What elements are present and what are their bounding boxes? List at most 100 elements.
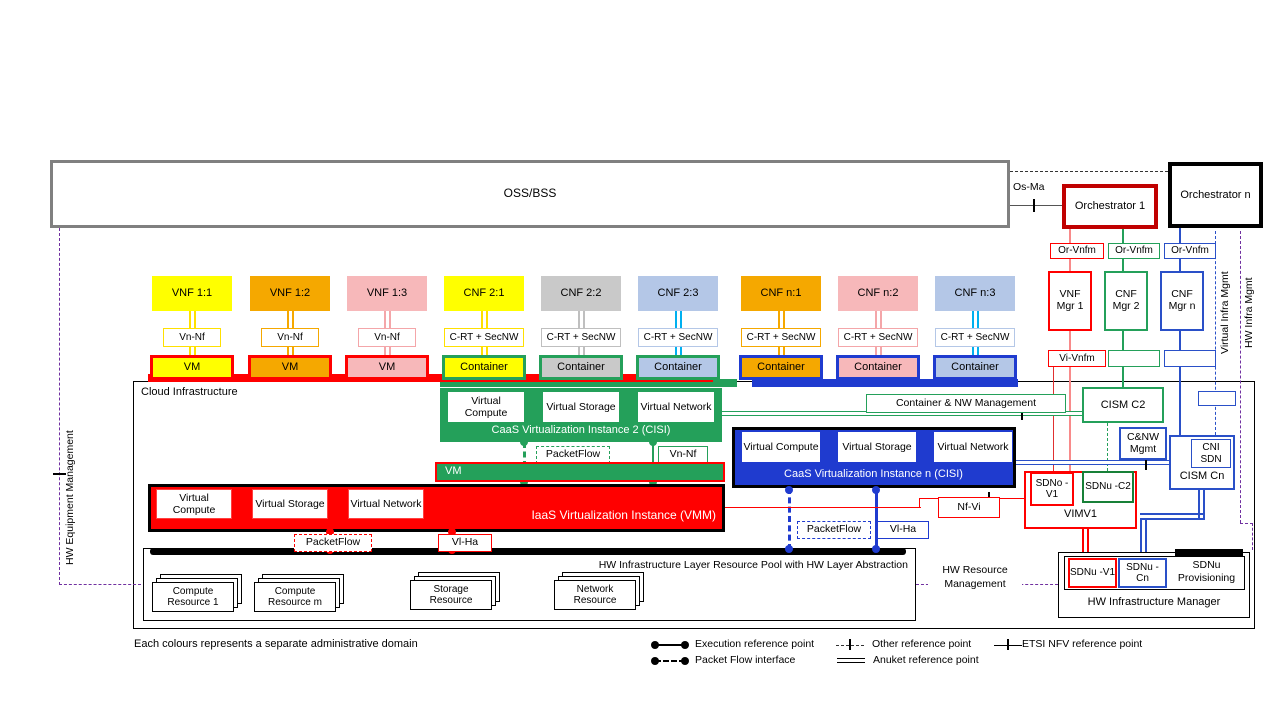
caas2-virtual-network: Virtual Network (638, 392, 714, 422)
os-ma-tick (1033, 199, 1035, 212)
nf-box-vnf-1-1: VNF 1:1 (152, 276, 232, 311)
cismcn-sdnu-double-line-c (1140, 518, 1147, 556)
container-box: Container (836, 355, 920, 380)
or-vnfm-label-green: Or-Vnfm (1108, 243, 1160, 259)
vlha-endpoint (872, 545, 880, 553)
caasn-label: CaaS Virtualization Instance n (CISI) (784, 468, 963, 480)
etsi-reference-tick-icon (1007, 639, 1009, 650)
interface-label: Vn-Nf (358, 328, 416, 347)
execution-endpoint-icon (651, 641, 659, 649)
sdno-v1-box: SDNo -V1 (1030, 472, 1074, 506)
vm-box: VM (345, 355, 429, 380)
caasn-cism-anuket-line (1016, 460, 1169, 465)
nf-vi-line-jog (919, 498, 920, 508)
legend-packet-flow-label: Packet Flow interface (695, 654, 796, 666)
legend-other-label: Other reference point (872, 638, 972, 650)
caas2-virtual-compute: Virtual Compute (448, 392, 524, 422)
caas2-box: Virtual Compute Virtual Storage Virtual … (440, 388, 722, 442)
iaas-virtual-storage: Virtual Storage (252, 489, 328, 519)
caas2-virtual-storage: Virtual Storage (543, 392, 619, 422)
packet-flow-endpoint-icon (681, 657, 689, 665)
footnote: Each colours represents a separate admin… (134, 638, 418, 650)
caasn-virtual-compute: Virtual Compute (742, 432, 820, 462)
sdnu-provisioning-bar (1175, 549, 1243, 556)
cnfmn-line (1179, 228, 1181, 436)
anuket-line-icon (837, 658, 865, 663)
execution-endpoint-icon (681, 641, 689, 649)
packetflow-endpoint (520, 478, 528, 486)
caasn-virtual-network: Virtual Network (934, 432, 1012, 462)
network-resource-stack: Network Resource (554, 572, 646, 612)
os-ma-line (1010, 205, 1062, 206)
nf-box-cnf-n-2: CNF n:2 (838, 276, 918, 311)
network-resource-label: Network Resource (554, 580, 636, 610)
anuket-tick (1145, 455, 1147, 470)
vimv1-box (1024, 471, 1137, 529)
oss-bss-box: OSS/BSS (50, 160, 1010, 228)
cismcn-sdnu-double-line-b (1140, 513, 1205, 520)
vimv1-label: VIMV1 (1063, 508, 1097, 520)
cism-cn-label: CISM Cn (1179, 470, 1225, 482)
hw-abstraction-bar (150, 548, 906, 555)
iaas-virtual-compute: Virtual Compute (156, 489, 232, 519)
os-ma-label: Os-Ma (1013, 181, 1045, 193)
interface-label: C-RT + SecNW (638, 328, 718, 347)
nf-box-vnf-1-3: VNF 1:3 (347, 276, 427, 311)
interface-label: Vn-Nf (163, 328, 221, 347)
nf-vi-line (725, 507, 921, 508)
storage-resource-label: Storage Resource (410, 580, 492, 610)
interface-label: C-RT + SecNW (935, 328, 1015, 347)
vm-box: VM (248, 355, 332, 380)
sdnu-cn-box: SDNu -Cn (1118, 558, 1167, 588)
packetflow-endpoint (785, 545, 793, 553)
iaas-virtual-network: Virtual Network (348, 489, 424, 519)
container-box: Container (739, 355, 823, 380)
hw-infra-mgmt-label: HW Infra Mgmt (1243, 277, 1255, 349)
hw-equipment-mgmt-line (59, 228, 60, 585)
cnw-mgmt-box: C&NW Mgmt (1119, 427, 1167, 460)
vnnf-endpoint (649, 438, 657, 446)
interface-label: C-RT + SecNW (444, 328, 524, 347)
compute-resource-1-label: Compute Resource 1 (152, 582, 234, 612)
execution-line-icon (655, 644, 685, 646)
vnf-mgr-1-box: VNF Mgr 1 (1048, 271, 1092, 331)
interface-label: C-RT + SecNW (741, 328, 821, 347)
vm-host-bar: VM (435, 462, 725, 482)
vlha-endpoint (872, 486, 880, 494)
caasn-packetflow-line (788, 488, 791, 550)
vnnf-endpoint (649, 478, 657, 486)
vi-vnfm-label: Vi-Vnfm (1048, 350, 1106, 367)
sdnu-provisioning-label: SDNu Provisioning (1177, 559, 1236, 584)
sdnu-v1-box: SDNu -V1 (1068, 558, 1117, 588)
oss-orchn-dashed-line (1010, 171, 1168, 172)
container-box: Container (539, 355, 623, 380)
hw-infrastructure-manager-label: HW Infrastructure Manager (1087, 596, 1221, 608)
packetflow-label-blue: PacketFlow (797, 521, 871, 539)
hw-infra-mgmt-line (1240, 231, 1241, 523)
nf-box-cnf-n-3: CNF n:3 (935, 276, 1015, 311)
cism-c2-sdnu-dashed-line (1107, 423, 1108, 471)
storage-resource-stack: Storage Resource (410, 572, 502, 612)
empty-blue-mgmt-box (1198, 391, 1236, 406)
hw-resource-mgmt-label: HW Resource Management (928, 564, 1022, 592)
interface-label: C-RT + SecNW (541, 328, 621, 347)
nf-vi-label: Nf-Vi (938, 497, 1000, 518)
hw-pool-title: HW Infrastructure Layer Resource Pool wi… (598, 559, 908, 571)
hw-equipment-mgmt-line-h (59, 584, 141, 585)
compute-resource-1-stack: Compute Resource 1 (152, 574, 244, 614)
compute-resource-m-label: Compute Resource m (254, 582, 336, 612)
legend-anuket-label: Anuket reference point (873, 654, 979, 666)
caasn-vlha-line (875, 488, 878, 550)
packetflow-endpoint (785, 486, 793, 494)
container-box: Container (933, 355, 1017, 380)
vimv1-sdnu-double-line (1082, 529, 1089, 556)
container-box: Container (442, 355, 526, 380)
virtual-infra-mgmt-label: Virtual Infra Mgmt (1219, 271, 1231, 355)
nf-box-cnf-2-1: CNF 2:1 (444, 276, 524, 311)
empty-blue-ref-box (1164, 350, 1216, 367)
nf-box-cnf-n-1: CNF n:1 (741, 276, 821, 311)
vm-host-bar-label: VM (445, 465, 462, 477)
vlha-label-red: Vl-Ha (438, 534, 492, 552)
container-nw-mgmt-label: Container & NW Management (866, 394, 1066, 413)
